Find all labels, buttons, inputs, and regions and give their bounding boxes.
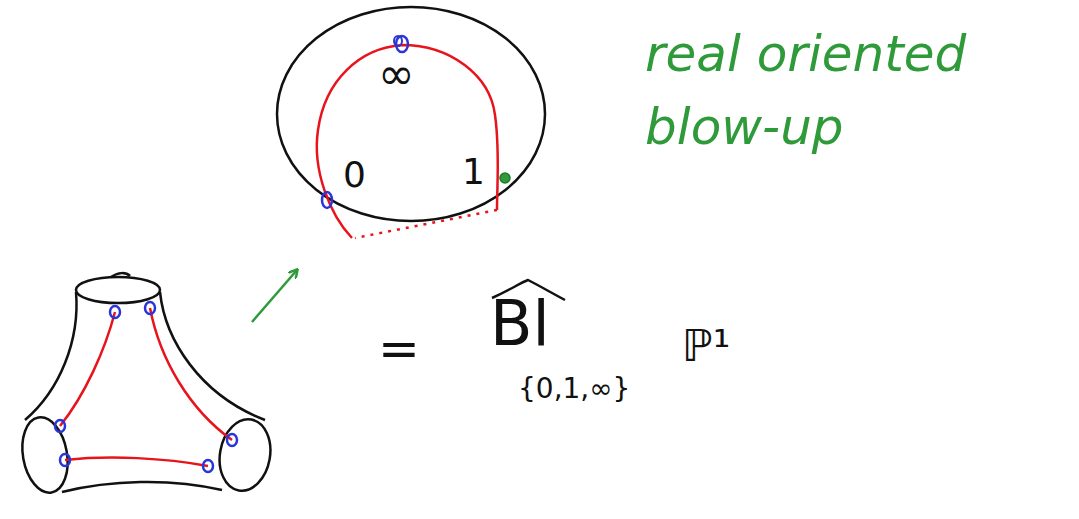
marked-point — [500, 173, 510, 183]
point-label: 1 — [462, 152, 485, 192]
sphere-outline — [277, 7, 545, 221]
pair-of-pants — [17, 273, 276, 496]
blowup-symbol: Bl — [490, 290, 550, 358]
boundary-points — [55, 302, 237, 472]
map-arrow — [252, 270, 297, 322]
note: real oriented blow-up — [645, 18, 1045, 163]
equals-sign: = — [378, 322, 420, 377]
real-circle — [317, 45, 498, 238]
point-label: 0 — [343, 155, 366, 195]
projective-line: ℙ¹ — [682, 322, 731, 370]
hidden-arc — [355, 210, 497, 238]
blown-up-point — [394, 36, 402, 46]
point-label: ∞ — [378, 50, 415, 98]
subscript: {0,1,∞} — [518, 374, 630, 405]
real-arcs — [60, 308, 232, 466]
blown-up-point — [322, 192, 332, 208]
